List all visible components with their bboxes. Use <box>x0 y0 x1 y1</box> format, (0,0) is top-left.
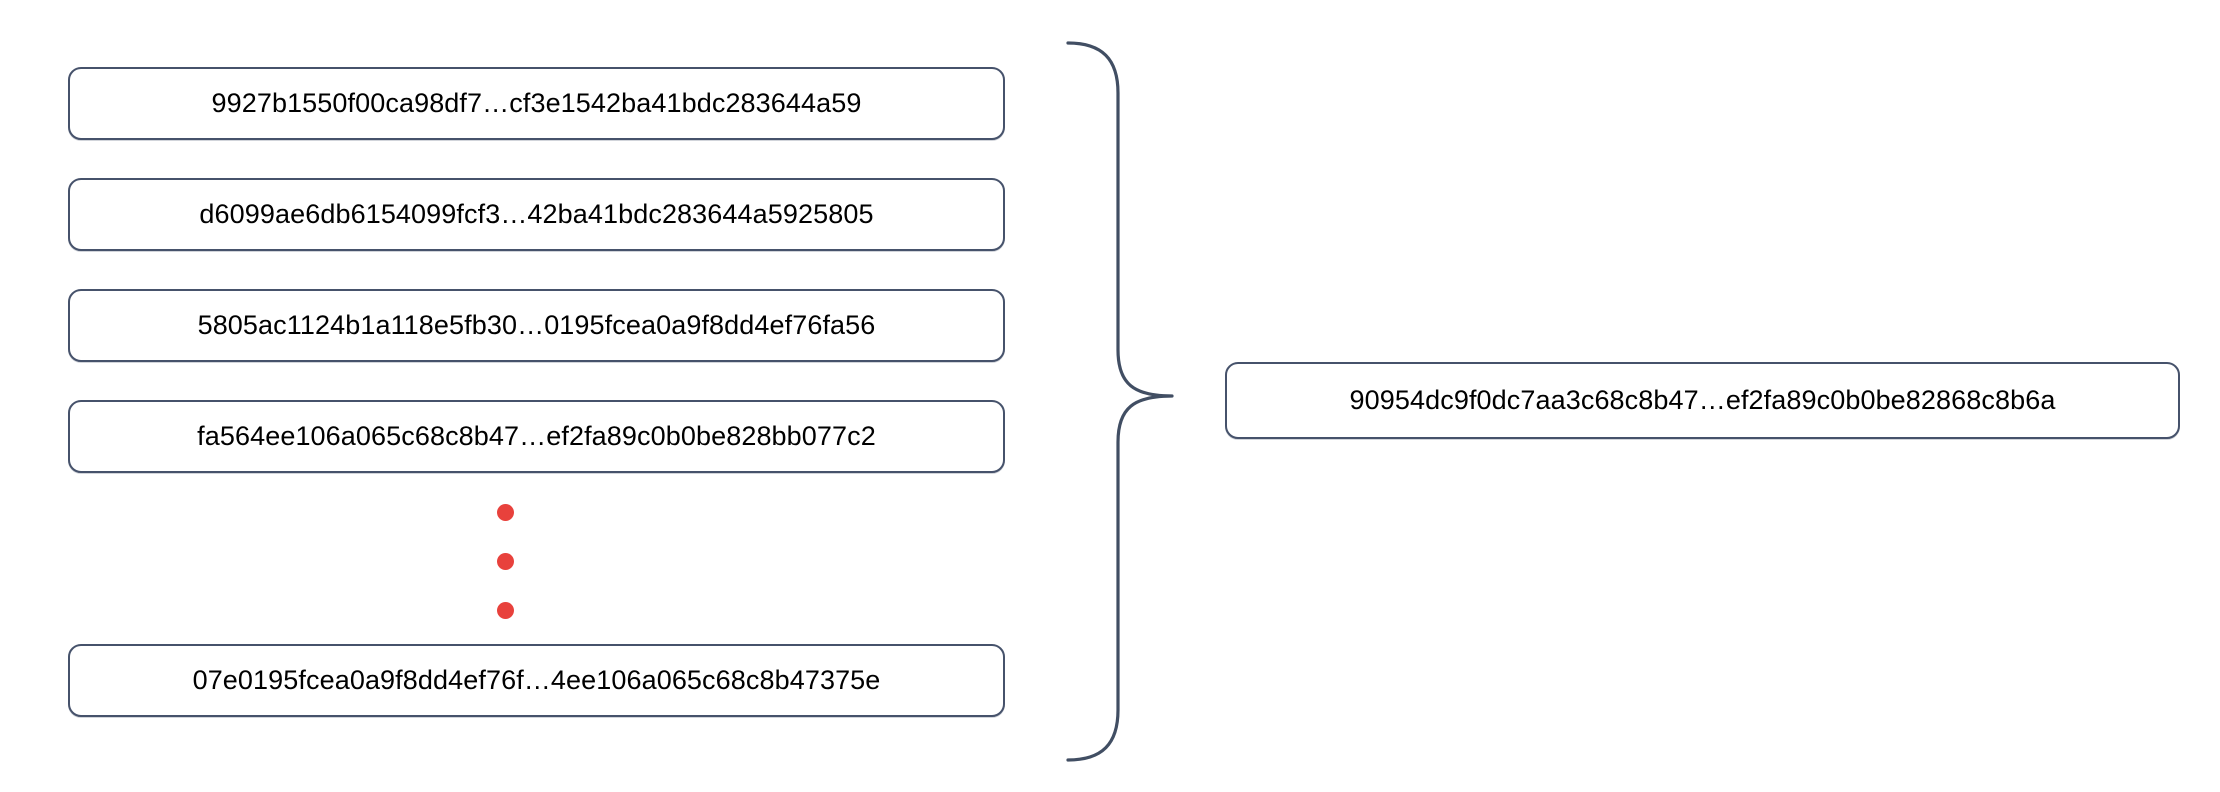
input-hash-label-3: 5805ac1124b1a118e5fb30…0195fcea0a9f8dd4e… <box>197 310 876 340</box>
ellipsis-dot-2 <box>497 553 514 570</box>
input-hash-label-4: fa564ee106a065c68c8b47…ef2fa89c0b0be828b… <box>197 421 876 451</box>
ellipsis-dot-3 <box>497 602 514 619</box>
output-hash-box[interactable]: 90954dc9f0dc7aa3c68c8b47…ef2fa89c0b0be82… <box>1225 362 2180 439</box>
input-hash-label-1: 9927b1550f00ca98df7…cf3e1542ba41bdc28364… <box>211 88 862 118</box>
input-hash-box-4[interactable]: fa564ee106a065c68c8b47…ef2fa89c0b0be828b… <box>68 400 1005 473</box>
ellipsis-dot-1 <box>497 504 514 521</box>
input-hash-box-2[interactable]: d6099ae6db6154099fcf3…42ba41bdc283644a59… <box>68 178 1005 251</box>
input-hash-box-1[interactable]: 9927b1550f00ca98df7…cf3e1542ba41bdc28364… <box>68 67 1005 140</box>
input-hash-box-3[interactable]: 5805ac1124b1a118e5fb30…0195fcea0a9f8dd4e… <box>68 289 1005 362</box>
right-curly-brace-icon <box>1050 20 1200 780</box>
input-hash-box-5[interactable]: 07e0195fcea0a9f8dd4ef76f…4ee106a065c68c8… <box>68 644 1005 717</box>
output-hash-label: 90954dc9f0dc7aa3c68c8b47…ef2fa89c0b0be82… <box>1349 385 2056 415</box>
input-hash-label-5: 07e0195fcea0a9f8dd4ef76f…4ee106a065c68c8… <box>192 665 881 695</box>
input-hash-label-2: d6099ae6db6154099fcf3…42ba41bdc283644a59… <box>199 199 874 229</box>
vertical-ellipsis-icon <box>497 504 515 626</box>
